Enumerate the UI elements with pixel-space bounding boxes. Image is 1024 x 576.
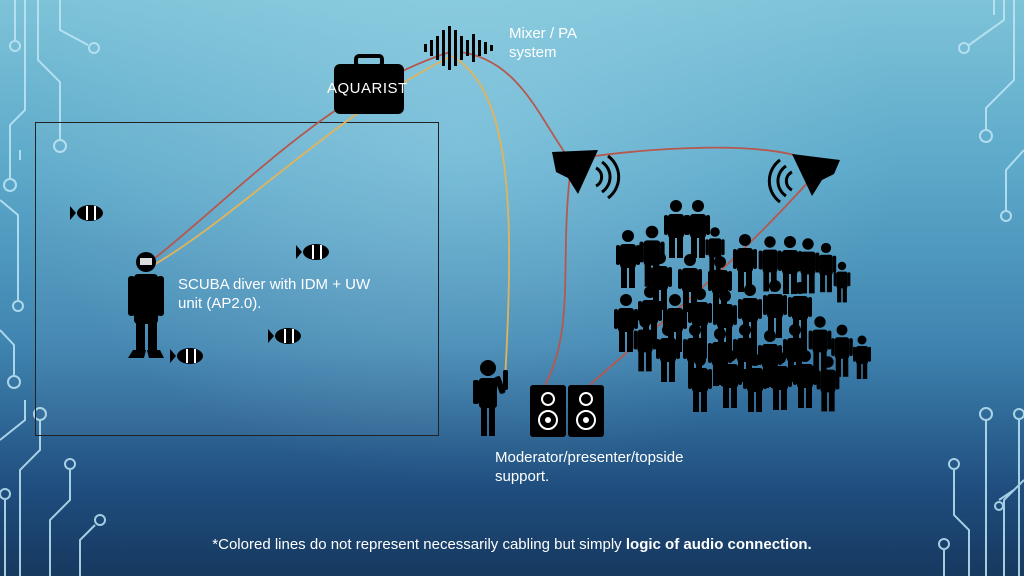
- studio-monitor-icon: [530, 385, 566, 437]
- moderator-label: Moderator/presenter/topside support.: [495, 448, 755, 486]
- moderator-label-line2: support.: [495, 468, 550, 485]
- briefcase-icon: [334, 54, 404, 114]
- studio-monitor-icon: [568, 385, 604, 437]
- person-icon: [664, 200, 688, 258]
- person-icon: [733, 234, 757, 292]
- person-icon: [816, 356, 840, 412]
- fish-icon: [268, 328, 301, 344]
- fish-icon: [70, 205, 103, 221]
- person-icon: [743, 354, 767, 412]
- person-icon: [738, 284, 762, 342]
- person-icon: [763, 280, 787, 338]
- person-icon: [768, 352, 792, 410]
- mixer-label-line1: Mixer / PA: [509, 25, 578, 42]
- presenter-icon: [473, 360, 508, 436]
- person-icon: [633, 316, 657, 372]
- person-icon: [614, 294, 638, 352]
- speaker-icon: [552, 150, 621, 200]
- person-icon: [648, 252, 672, 310]
- yellow-line-mixer-presenter: [451, 55, 510, 381]
- footnote: *Colored lines do not represent necessar…: [0, 536, 1024, 553]
- aquarium-tank: [35, 122, 439, 436]
- person-icon: [678, 254, 702, 312]
- person-icon: [853, 335, 871, 379]
- fish-icon: [170, 348, 203, 364]
- circuit-decoration-left: [0, 0, 106, 576]
- person-icon: [686, 200, 710, 258]
- diver-label-line1: SCUBA diver with IDM + UW: [178, 276, 371, 293]
- footnote-text: *Colored lines do not represent necessar…: [212, 536, 626, 553]
- red-line-mixer-speaker: [459, 51, 571, 161]
- aquarist-label: AQUARIST: [327, 80, 408, 97]
- person-icon: [815, 242, 837, 293]
- moderator-label-line1: Moderator/presenter/topside: [495, 449, 684, 466]
- person-icon: [688, 354, 712, 412]
- red-line-speaker-monitors: [544, 174, 571, 386]
- speaker-icon: [767, 154, 840, 204]
- person-icon: [793, 350, 817, 408]
- person-icon: [718, 350, 742, 408]
- diver-label: SCUBA diver with IDM + UW unit (AP2.0).: [178, 275, 408, 313]
- diver-label-line2: unit (AP2.0).: [178, 295, 262, 312]
- people-icon: [614, 200, 871, 412]
- red-line-speakers: [579, 146, 811, 161]
- person-icon: [616, 230, 640, 288]
- person-icon: [833, 261, 851, 303]
- mixer-label-line2: system: [509, 44, 557, 61]
- diver-icon: [128, 252, 164, 358]
- person-icon: [656, 324, 680, 382]
- circuit-decoration-right: [938, 0, 1024, 576]
- person-icon: [831, 324, 853, 377]
- waveform-icon: [424, 26, 493, 70]
- person-icon: [708, 256, 732, 314]
- footnote-bold: logic of audio connection.: [625, 536, 812, 553]
- yellow-line-diver-mixer: [151, 55, 453, 267]
- mixer-label: Mixer / PA system: [509, 24, 619, 62]
- fish-icon: [296, 244, 329, 260]
